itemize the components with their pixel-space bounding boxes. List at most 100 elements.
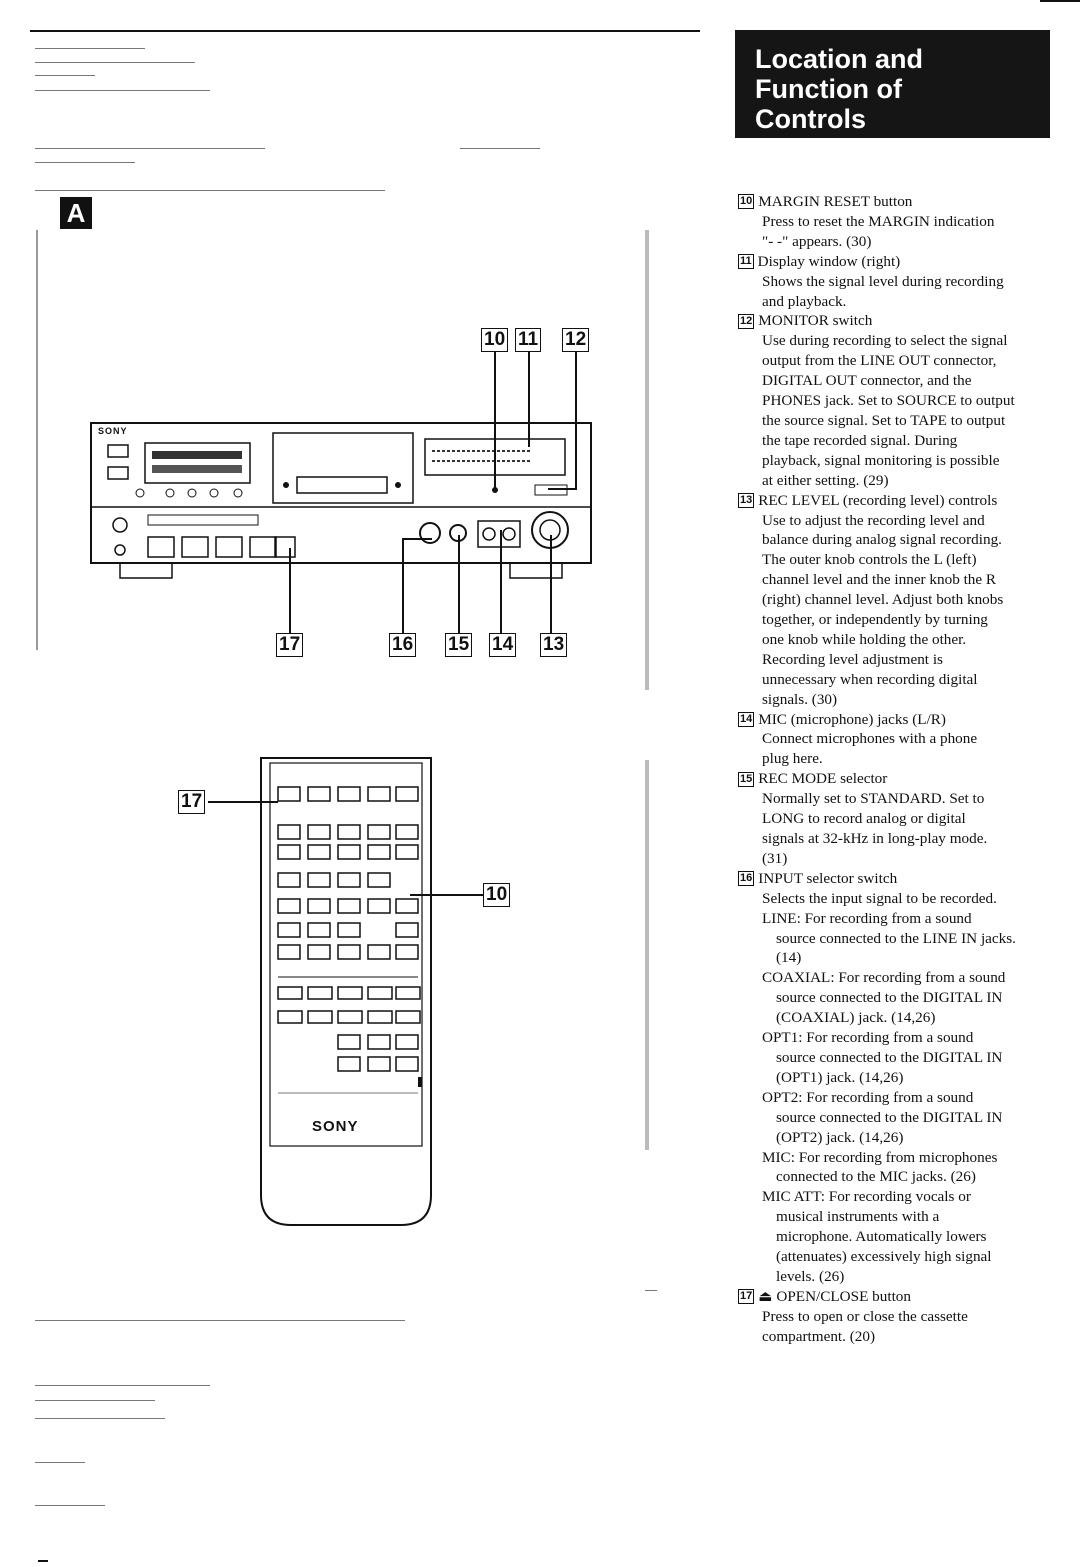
leader-15 — [458, 535, 460, 635]
leader-remote-17 — [208, 801, 278, 803]
remote-callout-17: 17 — [178, 790, 206, 814]
remote-brand: SONY — [312, 1118, 359, 1135]
desc-line: PHONES jack. Set to SOURCE to output — [762, 392, 1015, 410]
option-line: LINE: For recording from a sound — [762, 909, 972, 927]
option-line: (14) — [776, 949, 802, 967]
item-title: MONITOR switch — [758, 312, 873, 330]
option-line: source connected to the DIGITAL IN — [776, 989, 1003, 1007]
leader-11 — [528, 352, 530, 447]
section-title: Location and Function of Controls — [735, 30, 1050, 138]
deck-svg — [90, 422, 592, 579]
item-number: 13 — [738, 493, 755, 509]
desc-line: Normally set to STANDARD. Set to — [762, 790, 985, 808]
desc-line: "- -" appears. (30) — [762, 232, 872, 250]
option-line: COAXIAL: For recording from a sound — [762, 969, 1006, 987]
desc-line: and playback. — [762, 292, 847, 310]
item-title: ⏏ OPEN/CLOSE button — [758, 1287, 911, 1305]
leader-14 — [500, 530, 502, 635]
item-number: 16 — [738, 871, 755, 887]
option-line: MIC ATT: For recording vocals or — [762, 1188, 971, 1206]
desc-line: the source signal. Set to TAPE to output — [762, 411, 1006, 429]
option-line: MIC: For recording from microphones — [762, 1148, 998, 1166]
top-rule-right — [1040, 0, 1080, 2]
item-number: 10 — [738, 194, 755, 210]
item-number: 15 — [738, 771, 755, 787]
option-line: source connected to the LINE IN jacks. — [776, 929, 1016, 947]
desc-line: Use during recording to select the signa… — [762, 332, 1008, 350]
leader-12-h — [548, 488, 576, 490]
desc-line: at either setting. (29) — [762, 471, 889, 489]
callout-13: 13 — [540, 633, 568, 657]
option-line: source connected to the DIGITAL IN — [776, 1108, 1003, 1126]
desc-line: Selects the input signal to be recorded. — [762, 889, 997, 907]
item-title: Display window (right) — [757, 252, 901, 270]
desc-line: (right) channel level. Adjust both knobs — [762, 591, 1004, 609]
figure-label: A — [60, 197, 92, 229]
item-number: 11 — [738, 254, 754, 270]
desc-line: Press to reset the MARGIN indication — [762, 212, 995, 230]
title-line-3: Controls — [755, 104, 866, 134]
desc-line: plug here. — [762, 750, 823, 768]
item-number: 14 — [738, 712, 755, 728]
input-options: LINE: For recording from a sound source … — [738, 909, 1058, 1287]
option-line: source connected to the DIGITAL IN — [776, 1048, 1003, 1066]
item-17: 17⏏ OPEN/CLOSE button Press to open or c… — [738, 1287, 1058, 1347]
option-line: OPT1: For recording from a sound — [762, 1029, 974, 1047]
callout-16: 16 — [389, 633, 417, 657]
desc-line: Use to adjust the recording level and — [762, 511, 985, 529]
desc-line: Press to open or close the cassette — [762, 1307, 968, 1325]
item-number: 17 — [738, 1289, 755, 1305]
desc-line: one knob while holding the other. — [762, 630, 967, 648]
desc-line: balance during analog signal recording. — [762, 531, 1002, 549]
desc-line: The outer knob controls the L (left) — [762, 551, 977, 569]
title-line-1: Location and — [755, 44, 923, 74]
desc-line: Recording level adjustment is — [762, 650, 943, 668]
leader-remote-10 — [410, 894, 485, 896]
title-line-2: Function of — [755, 74, 902, 104]
desc-line: channel level and the inner knob the R — [762, 571, 997, 589]
item-title: REC LEVEL (recording level) controls — [758, 491, 998, 509]
desc-line: output from the LINE OUT connector, — [762, 352, 997, 370]
option-line: (OPT1) jack. (14,26) — [776, 1068, 904, 1086]
remote-svg — [260, 757, 432, 1226]
option-line: OPT2: For recording from a sound — [762, 1088, 974, 1106]
desc-line: the tape recorded signal. During — [762, 431, 958, 449]
leader-12 — [575, 352, 577, 490]
leader-10 — [494, 352, 496, 492]
leader-13 — [550, 535, 552, 635]
item-title: REC MODE selector — [758, 770, 888, 788]
callout-12: 12 — [562, 328, 590, 352]
desc-line: compartment. (20) — [762, 1327, 876, 1345]
item-title: MARGIN RESET button — [758, 193, 913, 210]
desc-line: (31) — [762, 849, 788, 867]
option-line: levels. (26) — [776, 1267, 845, 1285]
desc-line: together, or independently by turning — [762, 611, 988, 629]
callout-10: 10 — [481, 328, 509, 352]
desc-line: Shows the signal level during recording — [762, 272, 1004, 290]
item-number: 12 — [738, 313, 755, 329]
option-line: microphone. Automatically lowers — [776, 1228, 987, 1246]
item-title: MIC (microphone) jacks (L/R) — [758, 710, 946, 728]
desc-line: LONG to record analog or digital — [762, 810, 966, 828]
callout-17: 17 — [276, 633, 304, 657]
item-title: INPUT selector switch — [758, 869, 898, 887]
callout-11: 11 — [515, 328, 542, 352]
option-line: (attenuates) excessively high signal — [776, 1248, 992, 1266]
leader-16-h — [402, 538, 432, 540]
desc-line: Connect microphones with a phone — [762, 730, 978, 748]
option-line: connected to the MIC jacks. (26) — [776, 1168, 976, 1186]
remote-callout-10: 10 — [483, 883, 511, 907]
desc-line: signals at 32-kHz in long-play mode. — [762, 830, 988, 847]
desc-line: DIGITAL OUT connector, and the — [762, 372, 972, 390]
desc-line: unnecessary when recording digital — [762, 670, 978, 688]
option-line: (OPT2) jack. (14,26) — [776, 1128, 904, 1146]
option-line: musical instruments with a — [776, 1208, 940, 1226]
leader-16 — [402, 540, 404, 635]
